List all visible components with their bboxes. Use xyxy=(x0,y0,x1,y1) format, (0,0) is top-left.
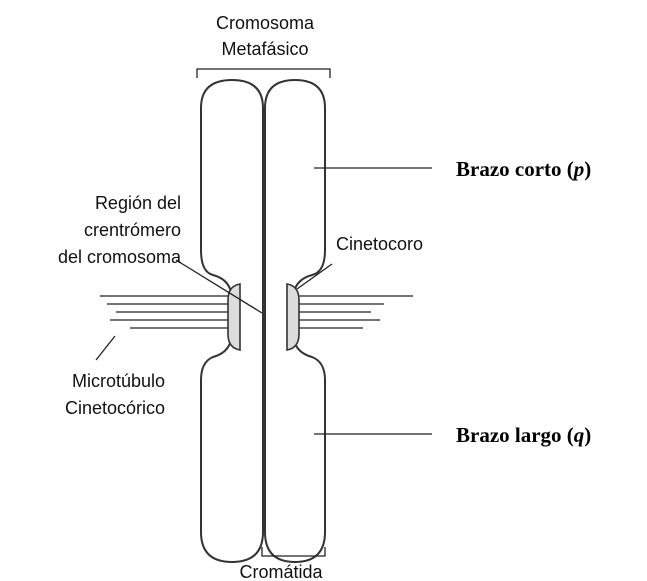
chromatid-label: Cromátida xyxy=(239,562,323,581)
centromere-label-line1: Región del xyxy=(95,193,181,213)
long-arm-label: Brazo largo (q) xyxy=(456,423,591,447)
left-microtubules xyxy=(100,296,228,328)
centromere-label-line3: del cromosoma xyxy=(58,247,182,267)
microtubule-leader xyxy=(96,336,115,360)
centromere-label-line2: crentrómero xyxy=(84,220,181,240)
chromosome-bracket xyxy=(197,69,330,78)
short-arm-label: Brazo corto (p) xyxy=(456,157,591,181)
right-kinetochore xyxy=(287,284,299,350)
kinetochore-label: Cinetocoro xyxy=(336,234,423,254)
microtubule-label-line2: Cinetocórico xyxy=(65,398,165,418)
metaphase-label-line1: Cromosoma xyxy=(216,13,315,33)
microtubule-label-line1: Microtúbulo xyxy=(72,371,165,391)
metaphase-label-line2: Metafásico xyxy=(221,39,308,59)
right-microtubules xyxy=(297,296,413,328)
